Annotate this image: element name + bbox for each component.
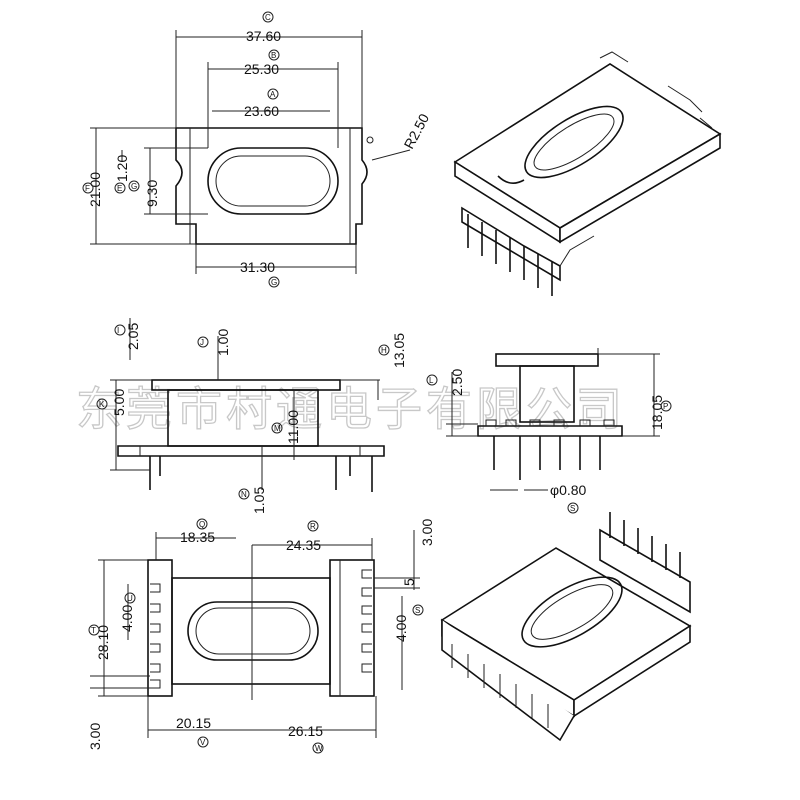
svg-text:L: L bbox=[429, 376, 434, 385]
svg-text:H: H bbox=[381, 346, 387, 355]
dim-bottom-left-low: 3.00 bbox=[87, 723, 103, 750]
end-view-pins bbox=[493, 436, 601, 480]
dim-window-height: 9.30 bbox=[144, 180, 160, 207]
isometric-view-bottom bbox=[440, 512, 692, 742]
isometric-top-pins bbox=[467, 214, 553, 296]
dim-side-2: 1.00 bbox=[215, 329, 231, 356]
dim-bottom-right-small: 5 bbox=[401, 578, 417, 586]
dim-side-3: 13.05 bbox=[391, 333, 407, 368]
side-view-tags: I J H K M N bbox=[96, 324, 390, 500]
top-view-tags: C B A G F E G bbox=[82, 11, 280, 288]
dim-end-1: 2.50 bbox=[449, 369, 465, 396]
svg-text:A: A bbox=[270, 90, 276, 99]
bottom-view: 18.35 24.35 3.00 4.00 5 28.10 4.00 20.15… bbox=[87, 518, 435, 754]
svg-text:B: B bbox=[271, 51, 276, 60]
dim-bottom-bot-left: 20.15 bbox=[176, 715, 211, 731]
dim-window-outer: 25.30 bbox=[244, 61, 279, 77]
svg-text:K: K bbox=[99, 400, 105, 409]
svg-text:C: C bbox=[265, 13, 271, 22]
center-window bbox=[207, 147, 339, 215]
dim-side-6: 1.05 bbox=[251, 487, 267, 514]
svg-text:E: E bbox=[117, 184, 122, 193]
svg-text:S: S bbox=[570, 504, 575, 513]
bottom-right-flange bbox=[329, 559, 375, 697]
dim-end-2: 18.05 bbox=[649, 395, 665, 430]
bottom-center-window bbox=[187, 601, 319, 661]
bottom-view-pin-pads bbox=[150, 569, 372, 689]
end-view-tags: L P S bbox=[426, 374, 672, 514]
dim-side-1: 2.05 bbox=[125, 323, 141, 350]
svg-text:V: V bbox=[200, 738, 206, 747]
dim-depth: 21.00 bbox=[87, 172, 103, 207]
svg-text:I: I bbox=[117, 326, 119, 335]
dim-window-inner: 23.60 bbox=[244, 103, 279, 119]
dim-side-4: 5.00 bbox=[111, 389, 127, 416]
dim-radius: R2.50 bbox=[401, 111, 433, 152]
isometric-bottom-pins bbox=[451, 512, 681, 728]
dim-bottom-bot-right: 26.15 bbox=[288, 723, 323, 739]
svg-text:W: W bbox=[315, 744, 323, 753]
dim-overall-width: 37.60 bbox=[246, 28, 281, 44]
svg-text:R: R bbox=[310, 522, 316, 531]
end-view: 2.50 18.05 φ0.80 L P S bbox=[426, 348, 672, 514]
top-view: 37.60 25.30 23.60 31.30 R2.50 21.00 1.20… bbox=[82, 11, 433, 288]
side-view: 2.05 1.00 13.05 5.00 11.00 1.05 I J H K … bbox=[96, 318, 407, 514]
svg-text:T: T bbox=[91, 626, 96, 635]
dim-bottom-left-tall: 28.10 bbox=[95, 625, 111, 660]
svg-text:N: N bbox=[241, 490, 247, 499]
svg-text:P: P bbox=[663, 402, 668, 411]
bottom-view-tags: Q R S T U V W bbox=[88, 518, 424, 754]
dim-bottom-right-mid: 4.00 bbox=[393, 615, 409, 642]
dim-pin-diameter: φ0.80 bbox=[550, 482, 587, 498]
dim-bottom-width: 31.30 bbox=[240, 259, 275, 275]
svg-text:U: U bbox=[127, 594, 133, 603]
dim-side-5: 11.00 bbox=[285, 410, 301, 444]
svg-text:J: J bbox=[200, 338, 204, 347]
end-top-plate bbox=[495, 353, 599, 367]
svg-text:F: F bbox=[85, 184, 90, 193]
svg-text:Q: Q bbox=[199, 520, 205, 529]
side-view-pins bbox=[149, 456, 373, 492]
svg-text:S: S bbox=[415, 606, 420, 615]
svg-text:G: G bbox=[131, 182, 137, 191]
dim-bottom-top-left: 18.35 bbox=[180, 529, 215, 545]
dim-bottom-top-right: 24.35 bbox=[286, 537, 321, 553]
svg-text:G: G bbox=[271, 278, 277, 287]
isometric-view-top bbox=[453, 51, 722, 296]
dim-bottom-right-top: 3.00 bbox=[419, 519, 435, 546]
dim-bottom-left-mid: 4.00 bbox=[119, 605, 135, 632]
side-base bbox=[117, 445, 385, 457]
svg-text:M: M bbox=[274, 424, 281, 433]
dim-flange: 1.20 bbox=[114, 155, 130, 182]
